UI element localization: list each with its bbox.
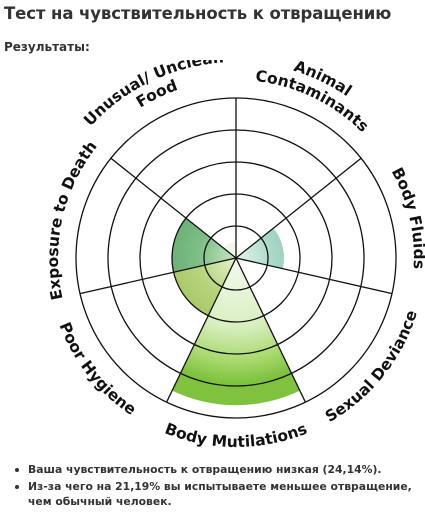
category-label-poor-hygiene: Poor Hygiene: [56, 320, 140, 419]
category-label-body-mutilations: Body Mutilations: [162, 420, 309, 450]
category-label-body-fluids: Body Fluids: [388, 165, 425, 270]
grid-spoke-4: [235, 257, 307, 403]
grid-spoke-7: [110, 157, 237, 259]
results-list: Ваша чувствительность к отвращению низка…: [12, 462, 425, 511]
grid-spoke-5: [165, 257, 237, 403]
data-sector-exposure-to-death: [171, 218, 236, 273]
page-title: Тест на чувствительность к отвращению: [4, 4, 392, 23]
grid-spoke-3: [235, 257, 393, 295]
results-heading: Результаты:: [4, 40, 90, 54]
result-item-sensitivity: Ваша чувствительность к отвращению низка…: [15, 462, 425, 478]
data-sector-body-mutilations: [172, 258, 300, 406]
grid-spoke-6: [79, 257, 237, 295]
result-item-comparison: Из-за чего на 21,19% вы испытываете мень…: [15, 479, 425, 510]
data-sector-body-fluids: [236, 228, 285, 269]
grid-spoke-2: [235, 157, 362, 259]
category-label-exposure-to-death: Exposure to Death: [44, 138, 101, 302]
data-sector-unusual-unclean-food: [223, 242, 236, 258]
category-label-sexual-deviance: Sexual Deviance: [322, 308, 421, 426]
